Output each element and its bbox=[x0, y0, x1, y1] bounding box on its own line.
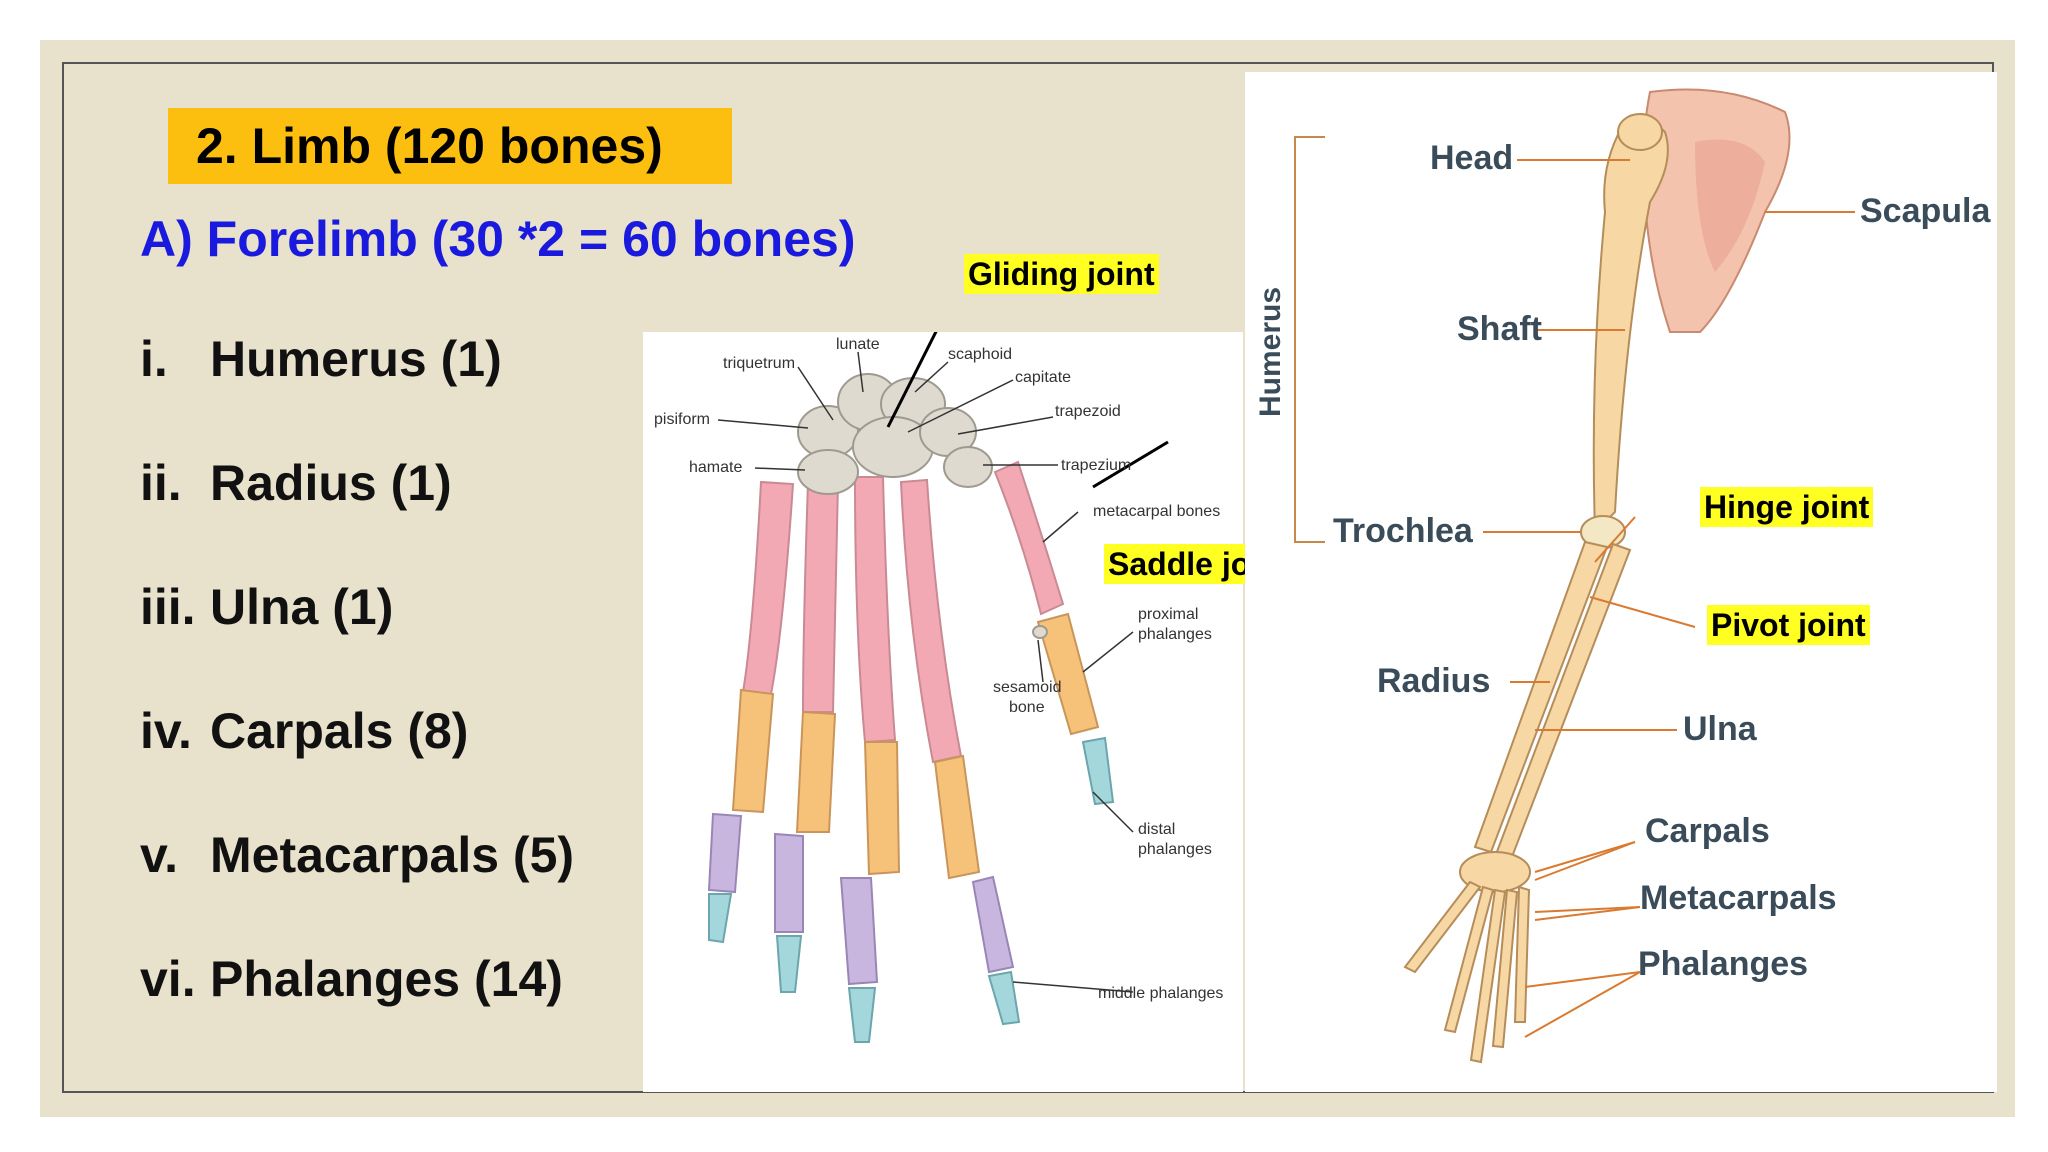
label-shaft: Shaft bbox=[1457, 310, 1542, 348]
metacarpal-5 bbox=[993, 460, 1065, 616]
label-distal: distal bbox=[1138, 821, 1175, 838]
hand-labels: lunate triquetrum scaphoid capitate pisi… bbox=[654, 336, 1223, 1002]
radius-bone bbox=[1473, 540, 1609, 854]
label-metacarpals: Metacarpals bbox=[1640, 879, 1837, 917]
middle-phalanges bbox=[707, 812, 1015, 986]
middle-phalanx-1 bbox=[707, 812, 743, 894]
arm-finger-1 bbox=[1403, 880, 1482, 974]
metacarpal-bones bbox=[741, 460, 1065, 764]
label-radius: Radius bbox=[1377, 662, 1490, 700]
list-item: iii.Ulna (1) bbox=[140, 578, 574, 702]
humerus-head bbox=[1617, 113, 1663, 151]
saddle-joint-pointer bbox=[1092, 440, 1169, 489]
label-middle-phalanges: middle phalanges bbox=[1098, 985, 1223, 1002]
label-scaphoid: scaphoid bbox=[948, 346, 1012, 363]
label-scapula: Scapula bbox=[1860, 192, 1991, 230]
arm-finger-2 bbox=[1443, 885, 1495, 1034]
distal-phalanx-3 bbox=[847, 987, 877, 1043]
list-item: v. Metacarpals (5) bbox=[140, 826, 574, 950]
distal-phalanges bbox=[708, 736, 1115, 1043]
slide-title: 2. Limb (120 bones) bbox=[168, 108, 732, 184]
humerus-bracket bbox=[1294, 136, 1325, 543]
scapula-inner bbox=[1695, 139, 1765, 272]
list-item: i. Humerus (1) bbox=[140, 330, 574, 454]
list-label: Metacarpals (5) bbox=[210, 827, 575, 883]
slide-subtitle: A) Forelimb (30 *2 = 60 bones) bbox=[140, 211, 856, 267]
arm-labels: Head Scapula Shaft Trochlea Radius Ulna … bbox=[1333, 139, 1991, 983]
label-trapezium: trapezium bbox=[1061, 457, 1131, 474]
label-pisiform: pisiform bbox=[654, 411, 710, 428]
distal-phalanx-4 bbox=[987, 970, 1021, 1026]
label-proximal: proximal bbox=[1138, 606, 1198, 623]
label-triquetrum: triquetrum bbox=[723, 355, 795, 372]
label-proximal-phalanges: phalanges bbox=[1138, 626, 1212, 643]
list-label: Radius (1) bbox=[210, 455, 452, 511]
arm-finger-4 bbox=[1491, 888, 1519, 1049]
label-hamate: hamate bbox=[689, 459, 742, 476]
proximal-phalanx-3 bbox=[863, 741, 901, 876]
list-number: iii. bbox=[140, 579, 196, 635]
arm-hand-bones bbox=[1403, 851, 1531, 1064]
humerus-bone bbox=[1592, 117, 1669, 535]
list-number: v. bbox=[140, 827, 178, 883]
label-phalanges: Phalanges bbox=[1638, 945, 1808, 983]
list-number: iv. bbox=[140, 703, 192, 759]
hinge-joint-highlight: Hinge joint bbox=[1700, 487, 1874, 527]
proximal-phalanx-4 bbox=[933, 754, 981, 880]
arm-diagram: Head Scapula Shaft Trochlea Radius Ulna … bbox=[1254, 88, 1991, 1064]
metacarpal-1 bbox=[741, 480, 795, 696]
proximal-phalanges bbox=[731, 612, 1100, 880]
proximal-phalanx-1 bbox=[731, 688, 775, 814]
arm-diagram-panel: Head Scapula Shaft Trochlea Radius Ulna … bbox=[1245, 72, 1997, 1092]
metacarpal-2 bbox=[801, 481, 840, 713]
label-sesamoid-bone: bone bbox=[1009, 699, 1045, 716]
label-trochlea: Trochlea bbox=[1333, 512, 1474, 550]
label-sesamoid: sesamoid bbox=[993, 679, 1061, 696]
hand-diagram-panel: lunate triquetrum scaphoid capitate pisi… bbox=[643, 281, 1243, 1092]
list-item: ii. Radius (1) bbox=[140, 454, 574, 578]
proximal-phalanx-5 bbox=[1036, 612, 1100, 736]
label-trapezoid: trapezoid bbox=[1055, 403, 1121, 420]
middle-phalanx-2 bbox=[774, 832, 804, 933]
middle-phalanx-3 bbox=[839, 877, 879, 986]
label-head: Head bbox=[1430, 139, 1513, 177]
label-carpals: Carpals bbox=[1645, 812, 1770, 850]
carpal-hamate bbox=[797, 449, 859, 495]
distal-phalanx-1 bbox=[708, 893, 733, 944]
distal-phalanx-2 bbox=[775, 935, 803, 993]
list-label: Carpals (8) bbox=[210, 703, 469, 759]
list-number: i. bbox=[140, 331, 168, 387]
gliding-joint-highlight: Gliding joint bbox=[964, 254, 1159, 294]
hand-leader-lines bbox=[717, 351, 1134, 993]
arm-leader-lines bbox=[1483, 159, 1855, 1038]
list-label: Humerus (1) bbox=[210, 331, 502, 387]
bone-list: i. Humerus (1) ii. Radius (1) iii.Ulna (1)… bbox=[140, 330, 574, 1074]
list-item: iv. Carpals (8) bbox=[140, 702, 574, 826]
arm-finger-3 bbox=[1469, 888, 1507, 1064]
sesamoid-bone bbox=[1032, 625, 1048, 639]
pivot-joint-highlight: Pivot joint bbox=[1707, 605, 1870, 645]
list-number: vi. bbox=[140, 951, 196, 1007]
carpal-bones bbox=[797, 373, 993, 495]
carpal-trapezium bbox=[943, 446, 993, 488]
list-number: ii. bbox=[140, 455, 182, 511]
list-label: Phalanges (14) bbox=[210, 951, 563, 1007]
proximal-phalanx-2 bbox=[795, 710, 837, 833]
metacarpal-3 bbox=[853, 476, 897, 744]
label-distal-phalanges: phalanges bbox=[1138, 841, 1212, 858]
list-item: vi.Phalanges (14) bbox=[140, 950, 574, 1074]
arm-finger-5 bbox=[1513, 885, 1531, 1023]
label-humerus: Humerus bbox=[1254, 287, 1287, 417]
list-label: Ulna (1) bbox=[210, 579, 394, 635]
distal-phalanx-5 bbox=[1081, 736, 1115, 806]
label-metacarpal-bones: metacarpal bones bbox=[1093, 503, 1220, 520]
label-capitate: capitate bbox=[1015, 369, 1071, 386]
metacarpal-4 bbox=[899, 478, 963, 764]
ulna-bone bbox=[1493, 542, 1632, 864]
hand-diagram: lunate triquetrum scaphoid capitate pisi… bbox=[654, 281, 1223, 1043]
label-lunate: lunate bbox=[836, 336, 880, 353]
label-ulna: Ulna bbox=[1683, 710, 1758, 748]
middle-phalanx-4 bbox=[971, 875, 1015, 974]
